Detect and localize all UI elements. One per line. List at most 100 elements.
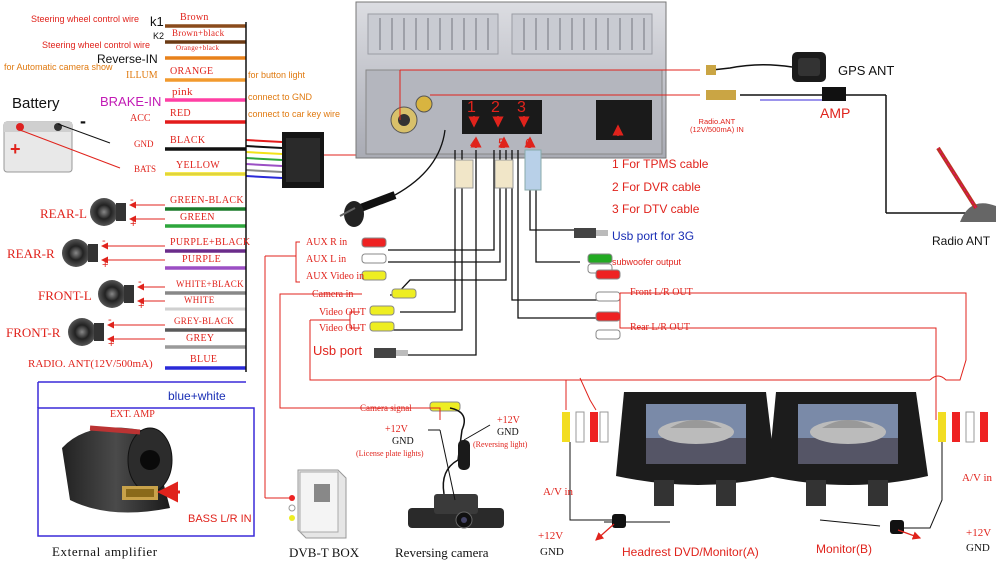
gnd-reversing-label: GND (497, 427, 519, 438)
svg-text:+: + (108, 338, 114, 350)
brake-in-label: BRAKE-IN (100, 94, 162, 109)
av-in-right-label: A/V in (962, 472, 993, 484)
rca-plug-5 (369, 321, 395, 332)
ext-amp-frame (37, 407, 255, 537)
illum-label: ILLUM (126, 70, 158, 81)
gps-ant-label: GPS ANT (838, 63, 895, 78)
rca-plug-8 (595, 269, 621, 280)
port-number-6: 6 (525, 135, 533, 151)
monitor-rca-right (938, 411, 988, 443)
wire-label-2: Orange+black (176, 44, 220, 52)
battery-graphic (3, 121, 121, 173)
cable-1-label: 1 For TPMS cable (612, 157, 709, 171)
head-unit-graphic (355, 1, 667, 159)
reversing-camera-graphic (408, 407, 504, 529)
gnd-monitor-b-label: GND (966, 542, 990, 554)
gnd-label: GND (134, 139, 154, 149)
usb-port-label: Usb port (313, 343, 363, 358)
usb-plug (374, 348, 396, 358)
k2-label: K2 (153, 31, 165, 41)
plus12v-monitor-b-label: +12V (966, 527, 992, 539)
rca-plug-3 (391, 288, 417, 299)
wire-label-8: GREEN-BLACK (170, 195, 244, 206)
svg-text:+: + (138, 300, 144, 312)
wire-label-4: pink (172, 86, 193, 98)
wire-label-6: BLACK (170, 135, 206, 146)
amp-box (822, 87, 846, 101)
monitor-rca-left (562, 411, 609, 443)
rca-plug-0 (361, 237, 387, 248)
port-number-3: 3 (517, 99, 526, 116)
wire-label-13: WHITE (184, 295, 215, 305)
wire-label-11: PURPLE (182, 254, 222, 265)
reverse-in-label: Reverse-IN (97, 52, 158, 66)
wire-label-14: GREY-BLACK (174, 316, 235, 326)
aux-l-label: AUX L in (306, 254, 347, 265)
rca-plug-10 (595, 311, 621, 322)
battery-plus: + (10, 139, 21, 159)
front-lr-out-label: Front L/R OUT (630, 287, 693, 298)
rca-plug-2 (361, 270, 387, 281)
bats-label: BATS (134, 164, 157, 174)
connect-car-key-label: connect to car key wire (248, 109, 341, 119)
video-out-2-label: Video OUT (319, 323, 366, 334)
harness-wires (165, 24, 283, 370)
radio-ant-wire-label: RADIO. ANT(12V/500mA) (28, 358, 153, 370)
acc-label: ACC (130, 113, 151, 124)
rca-plug-4 (369, 305, 395, 316)
radio-ant-label: Radio ANT (932, 234, 991, 248)
amplifier-tube-graphic (62, 425, 173, 513)
subwoofer-label: subwoofer output (612, 257, 682, 267)
gnd-monitor-a-label: GND (540, 546, 564, 558)
monitor-b-label: Monitor(B) (816, 542, 873, 556)
plus12v-reversing-label: +12V (497, 415, 520, 426)
svg-text:-: - (102, 235, 106, 247)
amp-label: AMP (820, 105, 851, 121)
wire-label-9: GREEN (180, 212, 215, 223)
speaker-1 (62, 239, 90, 267)
radio-ant-in-note: Radio.ANT (12V/500mA) IN (690, 117, 744, 134)
port-number-5: 5 (498, 135, 506, 151)
cable-2-label: 2 For DVR cable (612, 180, 701, 194)
monitor-a-graphic (616, 392, 776, 506)
camera-in-label: Camera in (312, 289, 354, 300)
svg-text:-: - (108, 314, 112, 326)
wire-label-5: RED (170, 108, 191, 119)
plus12v-license-label: +12V (385, 424, 408, 435)
rca-plug-1 (361, 253, 387, 264)
wire-label-1: Brown+black (172, 28, 225, 38)
gnd-license-label: GND (392, 436, 414, 447)
gps-antenna-graphic (706, 52, 826, 82)
wire-label-15: GREY (186, 333, 215, 344)
usb-3g-plug (574, 228, 596, 238)
button-light-label: for button light (248, 70, 306, 80)
external-amplifier-label: External amplifier (52, 544, 158, 559)
dvbt-box-label: DVB-T BOX (289, 545, 360, 560)
reversing-light-label: (Reversing light) (473, 440, 528, 449)
rear-r-label: REAR-R (7, 246, 55, 261)
svg-text:-: - (138, 276, 142, 288)
steering-wire-label-1: Steering wheel control wire (31, 14, 140, 24)
port-number-4: 4 (470, 135, 478, 151)
front-r-label: FRONT-R (6, 325, 61, 340)
rca-plugs (361, 237, 621, 412)
port-number-2: 2 (491, 99, 500, 116)
svg-text:+: + (130, 218, 136, 230)
wire-label-7: YELLOW (176, 160, 221, 171)
wire-label-3: ORANGE (170, 66, 214, 77)
k1-label: k1 (150, 14, 164, 29)
rear-lr-out-label: Rear L/R OUT (630, 322, 690, 333)
monitor-b-graphic (768, 392, 928, 506)
speaker-3 (68, 318, 96, 346)
headrest-monitor-a-label: Headrest DVD/Monitor(A) (622, 545, 759, 559)
speaker-0 (90, 198, 118, 226)
rca-plug-11 (595, 329, 621, 340)
camera-signal-label: Camera signal (360, 403, 412, 413)
wire-label-0: Brown (180, 12, 209, 23)
license-lights-label: (License plate lights) (356, 449, 424, 458)
video-out-1-label: Video OUT (319, 307, 366, 318)
svg-text:-: - (130, 194, 134, 206)
blue-white-label: blue+white (168, 389, 226, 403)
battery-label: Battery (12, 95, 60, 112)
